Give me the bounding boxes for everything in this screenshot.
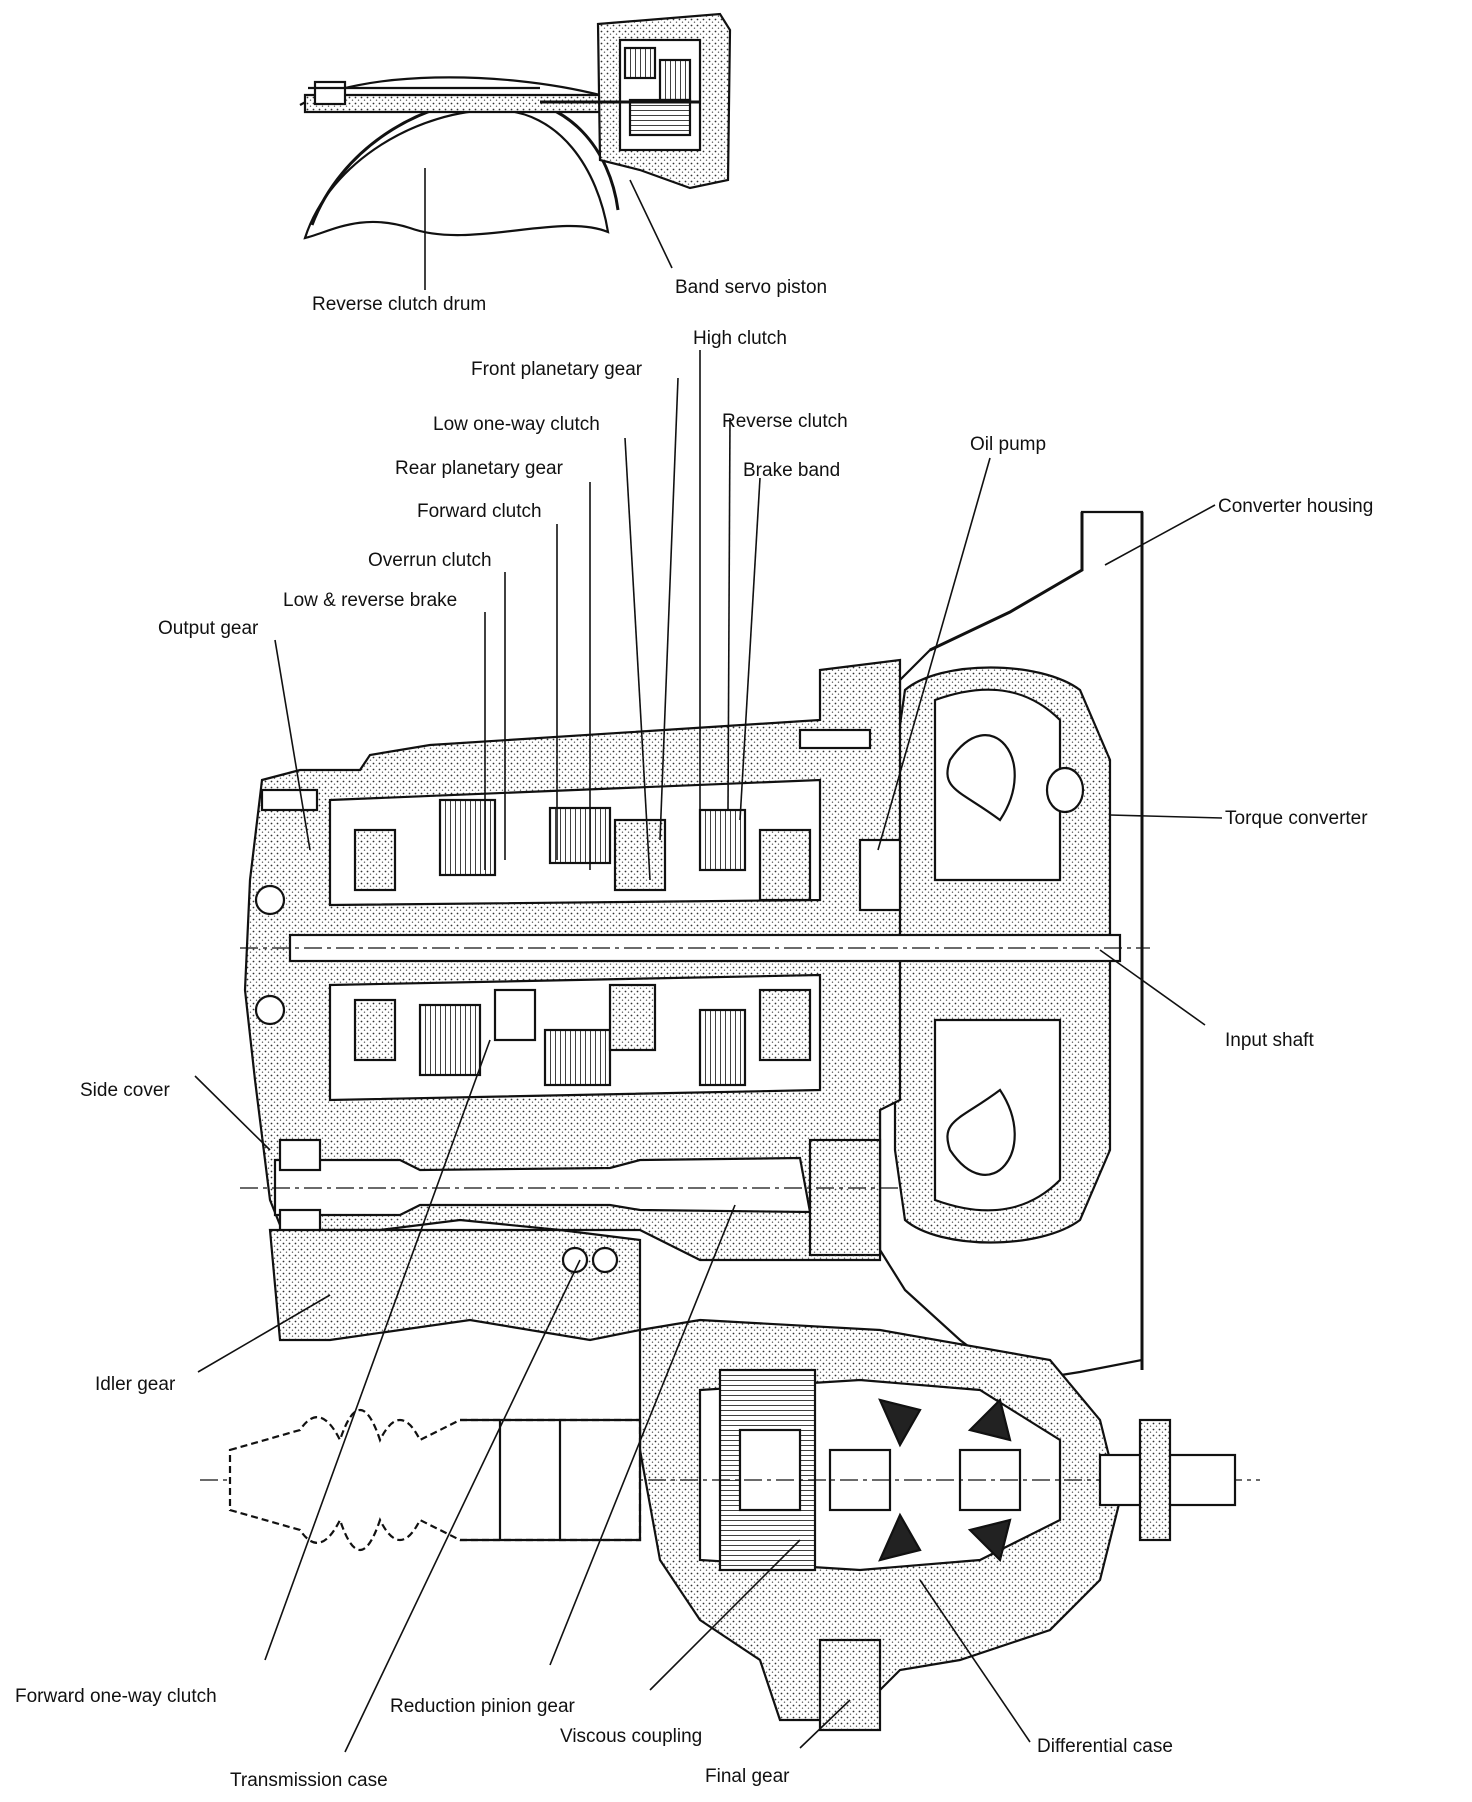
label-forward-one-way-clutch: Forward one-way clutch xyxy=(15,1686,217,1707)
reverse-clutch-drum-shape xyxy=(303,108,610,240)
callout-labels: Reverse clutch drum Band servo piston Hi… xyxy=(15,277,1373,1791)
final-gear-shape xyxy=(818,1638,882,1732)
oil-pump-shape xyxy=(858,838,902,912)
label-viscous-coupling: Viscous coupling xyxy=(560,1726,702,1747)
label-high-clutch: High clutch xyxy=(693,328,787,349)
label-low-reverse-brake: Low & reverse brake xyxy=(283,590,457,611)
label-final-gear: Final gear xyxy=(705,1766,790,1787)
label-reverse-clutch: Reverse clutch xyxy=(722,411,848,432)
label-reduction-pinion-gear: Reduction pinion gear xyxy=(390,1696,576,1717)
leader-lines xyxy=(194,168,1223,1753)
label-oil-pump: Oil pump xyxy=(970,434,1046,455)
label-torque-converter: Torque converter xyxy=(1225,808,1368,829)
label-brake-band: Brake band xyxy=(743,460,840,481)
label-rear-planetary-gear: Rear planetary gear xyxy=(395,458,564,479)
transaxle-body xyxy=(200,510,1260,1732)
label-front-planetary-gear: Front planetary gear xyxy=(471,359,643,380)
label-reverse-clutch-drum: Reverse clutch drum xyxy=(312,294,486,315)
label-idler-gear: Idler gear xyxy=(95,1374,176,1395)
label-low-one-way-clutch: Low one-way clutch xyxy=(433,414,600,435)
label-transmission-case: Transmission case xyxy=(230,1770,388,1791)
label-band-servo-piston: Band servo piston xyxy=(675,277,827,298)
label-overrun-clutch: Overrun clutch xyxy=(368,550,492,571)
label-output-gear: Output gear xyxy=(158,618,259,639)
cv-boot-shape xyxy=(228,1408,642,1552)
label-input-shaft: Input shaft xyxy=(1225,1030,1314,1051)
label-side-cover: Side cover xyxy=(80,1080,170,1101)
inset-drawing xyxy=(299,12,732,240)
label-converter-housing: Converter housing xyxy=(1218,496,1373,517)
label-differential-case: Differential case xyxy=(1037,1736,1173,1757)
label-forward-clutch: Forward clutch xyxy=(417,501,542,522)
